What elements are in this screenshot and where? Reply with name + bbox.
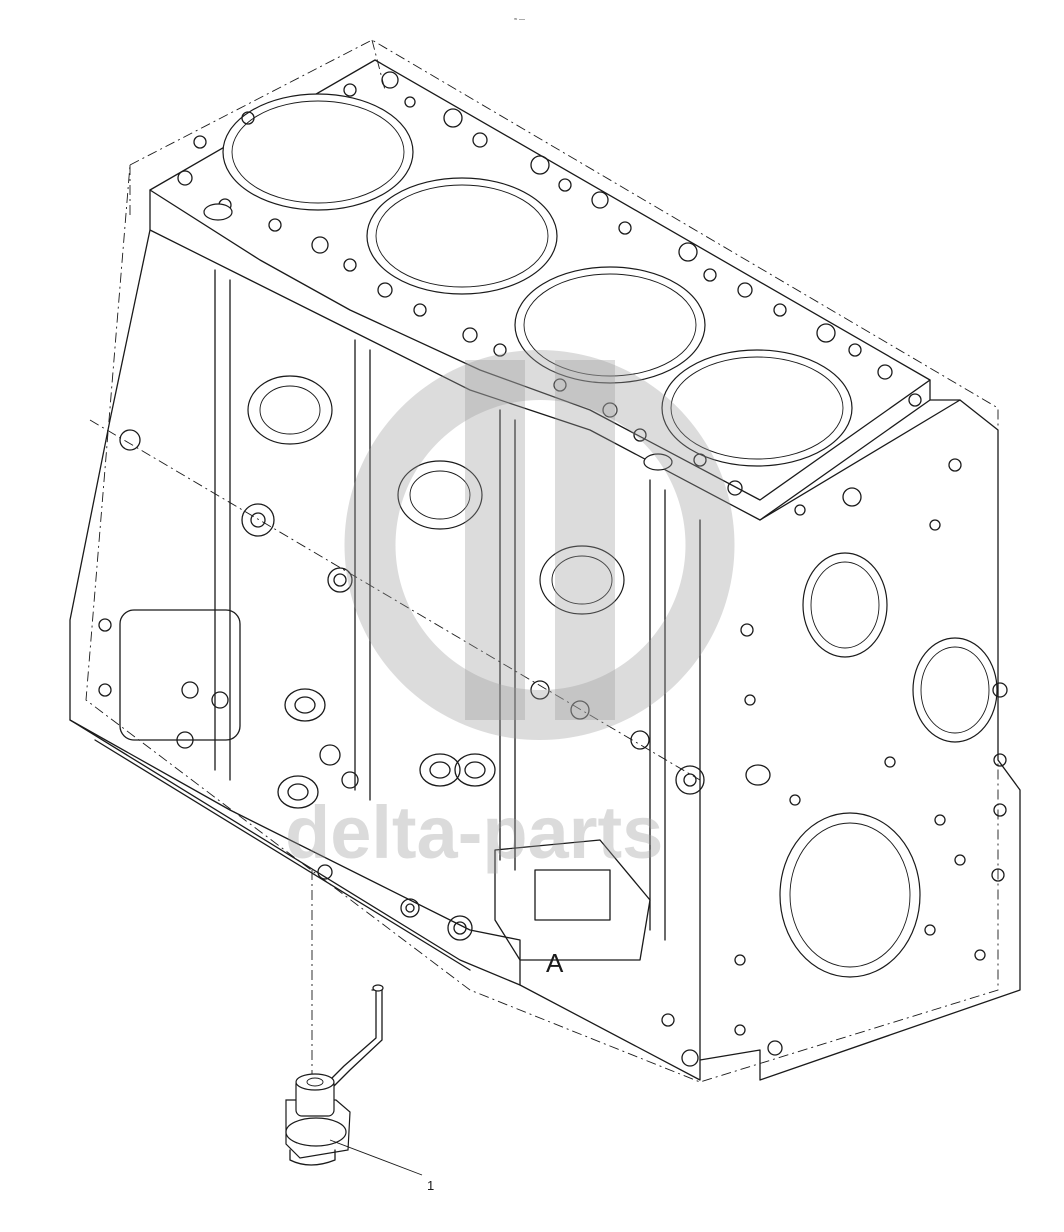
side-ribs [214, 269, 666, 941]
core-plugs [247, 375, 625, 615]
callout-label-1: 1 [427, 1178, 434, 1193]
sensor-part [285, 870, 384, 1166]
casting-mark-a: A [546, 948, 564, 978]
end-face-holes [734, 458, 1008, 1056]
deck-holes [177, 71, 922, 496]
header-mark: ≈ — [514, 17, 525, 23]
dowel-pins [203, 203, 673, 471]
end-face-openings [779, 552, 998, 978]
side-bosses [98, 429, 705, 1067]
callout-1: 1 [329, 1139, 434, 1193]
engine-block: A [69, 39, 1021, 1083]
cylinder-bores [222, 93, 853, 467]
watermark: delta-parts [285, 350, 735, 874]
watermark-text: delta-parts [285, 791, 663, 874]
